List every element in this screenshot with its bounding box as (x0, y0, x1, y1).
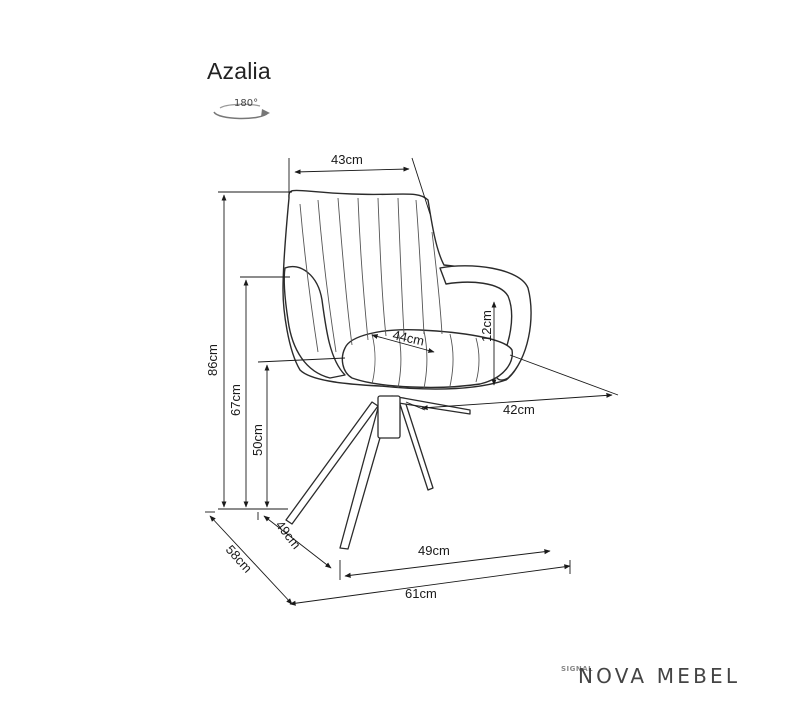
dim-seat-depth-label: 44cm (391, 327, 425, 348)
dim-base-depth-label: 49cm (273, 518, 304, 552)
backrest-seams (299, 197, 443, 353)
brand-prefix: SIGNAL (561, 665, 594, 673)
dim-overall-width-label: 61cm (405, 586, 437, 601)
dim-base-width-label: 49cm (418, 543, 450, 558)
brand-logo: NOVA MEBEL (578, 664, 741, 688)
dim-seat-height-label: 50cm (250, 424, 265, 456)
dim-seat-width-label: 42cm (503, 402, 535, 417)
dimension-lines (205, 157, 619, 606)
rotation-label: 180° (234, 98, 259, 109)
dim-overall-depth-label: 58cm (223, 542, 255, 576)
dim-armrest-rise-label: 12cm (479, 310, 494, 342)
product-title: Azalia (207, 58, 271, 84)
chair-legs (285, 395, 471, 550)
rotate-180-icon (213, 103, 270, 120)
dim-total-height-label: 86cm (205, 344, 220, 376)
chair-left-armrest (283, 265, 346, 379)
dim-backrest-width-label: 43cm (331, 152, 363, 167)
dim-armrest-height-label: 67cm (228, 384, 243, 416)
